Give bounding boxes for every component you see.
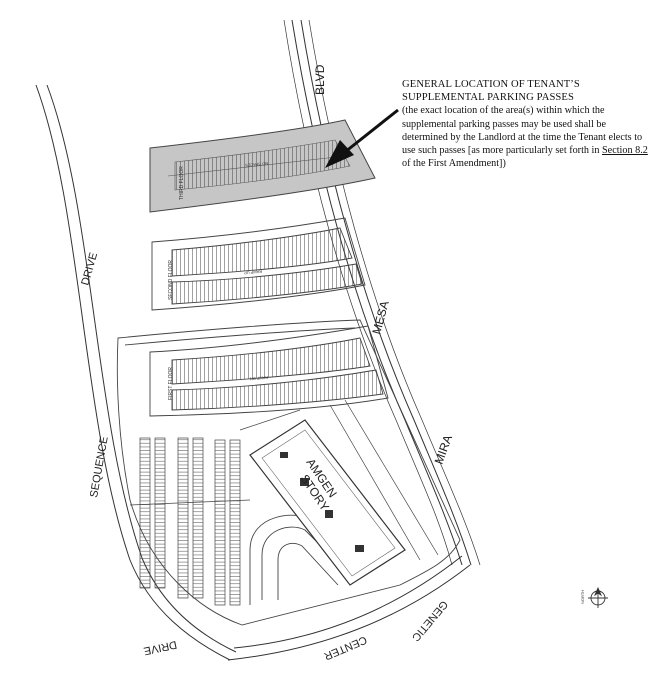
callout-body-pre: (the exact location of the area(s) withi… <box>402 105 643 157</box>
section-reference-link: Section 8.2 <box>602 145 648 157</box>
no-spaces-label: NO SPACES <box>245 161 269 168</box>
callout-body-post: of the First Amendment]) <box>402 158 506 170</box>
street-label-mira: MIRA <box>432 433 455 466</box>
north-label: NORTH <box>580 590 585 604</box>
surface-parking-lot <box>116 319 461 626</box>
supplemental-parking-callout: GENERAL LOCATION OF TENANT’S SUPPLEMENTA… <box>402 78 652 170</box>
street-label-drive-bottom: DRIVE <box>142 638 177 657</box>
surface-stall-rows <box>129 399 439 606</box>
level-label-first: FIRST FLOOR <box>168 367 174 400</box>
callout-heading-line2: SUPPLEMENTAL PARKING PASSES <box>402 92 574 104</box>
callout-arrow-icon <box>325 108 399 168</box>
supplemental-parking-area <box>149 119 376 213</box>
sequence-drive-road <box>35 84 237 661</box>
ramp-up-label: RAMP UP <box>243 269 262 276</box>
street-label-mesa: MESA <box>369 299 391 335</box>
level-label-third: THIRD FLOOR <box>179 166 185 200</box>
callout-heading-line1: GENERAL LOCATION OF TENANT’S <box>402 79 580 90</box>
genetic-center-drive-road <box>227 555 471 661</box>
ramp-dn-label: RAMP DN <box>249 375 268 382</box>
north-arrow-icon <box>588 586 608 608</box>
street-label-center: CENTER <box>322 633 368 662</box>
street-label-sequence: SEQUENCE <box>88 436 111 499</box>
street-label-blvd: BLVD <box>313 64 327 95</box>
garage-first-floor <box>149 325 389 417</box>
amgen-building <box>249 419 406 586</box>
level-label-second: SECOND FLOOR <box>168 260 174 300</box>
street-label-genetic: GENETIC <box>409 598 450 643</box>
street-label-drive-top: DRIVE <box>79 251 100 287</box>
garage-second-floor <box>151 217 366 311</box>
